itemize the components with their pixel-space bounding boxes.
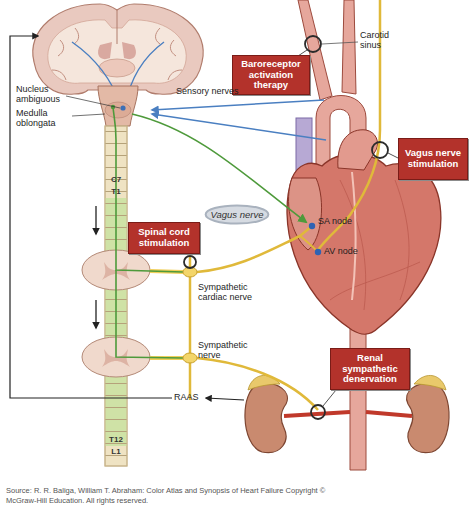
node-text: Spinal cord stimulation (132, 227, 196, 249)
therapy-box: Vagus nerve stimulation (398, 138, 468, 180)
anatomy-label: T12 (105, 436, 127, 445)
therapy-box: Renal sympathetic denervation (330, 348, 410, 390)
target-ring (372, 142, 388, 158)
sensory-nerve (152, 100, 324, 110)
brainstem (98, 86, 138, 126)
anatomy-label: T1 (105, 188, 127, 197)
carotid-artery (342, 0, 356, 94)
node-text: Vagus nerve (211, 209, 264, 220)
renal-artery (284, 412, 350, 416)
sympathetic-ganglion (183, 353, 197, 363)
leader-line (190, 254, 191, 256)
brain-outline (33, 4, 203, 94)
heart (287, 154, 441, 334)
node-text: Renal sympathetic denervation (334, 353, 406, 386)
renal-artery (366, 412, 412, 416)
anatomy-label: Medulla oblongata (16, 108, 72, 128)
flow-arrow (206, 398, 244, 400)
coronary-artery (352, 172, 356, 300)
heart-muscle-lines (330, 180, 420, 310)
therapy-box: Spinal cord stimulation (128, 222, 200, 254)
sa-node-dot (309, 223, 315, 229)
flow-arrow (95, 300, 96, 328)
ellipse-outline (206, 205, 269, 223)
anatomy-label: Sympathetic cardiac nerve (198, 282, 262, 302)
kidney (407, 384, 449, 453)
brain-ventricle (98, 42, 112, 59)
adrenal-gland (414, 375, 446, 390)
sensory-nerve (152, 114, 326, 140)
sympathetic-pathway (116, 270, 183, 358)
anatomy-label: Nucleus ambiguous (16, 84, 68, 104)
anatomy-label: AV node (324, 246, 368, 256)
anatomy-label: Sensory nerves (176, 86, 250, 96)
anatomy-label: RAAS (174, 392, 204, 402)
anatomy-label: SA node (318, 216, 362, 226)
target-ring (184, 256, 196, 268)
anatomy-label: C7 (105, 176, 127, 185)
source-caption: Source: R. R. Baliga, William T. Abraham… (6, 486, 336, 506)
leader-line (322, 42, 358, 44)
nucleus-dot (120, 105, 125, 110)
anatomy-label: Carotid sinus (360, 30, 404, 50)
anatomy-label: L1 (105, 448, 127, 457)
leader-line (388, 153, 398, 158)
vagal-efferent (132, 114, 306, 222)
av-node-dot (315, 249, 321, 255)
cardiac-nerve (300, 236, 318, 252)
brain-midline (117, 10, 118, 44)
node-text: Vagus nerve stimulation (402, 148, 464, 170)
target-ring (311, 405, 325, 419)
nerve-ellipse: Vagus nerve (205, 205, 269, 224)
leader-line (66, 96, 120, 108)
anatomy-label: Sympathetic nerve (198, 340, 262, 360)
kidney (245, 384, 287, 453)
medulla-oblongata (105, 102, 131, 118)
renal-nerve (197, 358, 318, 410)
leader-line (323, 390, 336, 406)
cardiac-nerve (197, 226, 312, 272)
leader-line (72, 114, 105, 116)
target-ring (305, 36, 321, 52)
therapy-box: Baroreceptor activation therapy (232, 55, 310, 95)
node-text: Baroreceptor activation therapy (236, 59, 306, 92)
feedback-line (10, 36, 172, 398)
brain-ventricle (122, 42, 136, 59)
flow-arrow (95, 206, 96, 234)
